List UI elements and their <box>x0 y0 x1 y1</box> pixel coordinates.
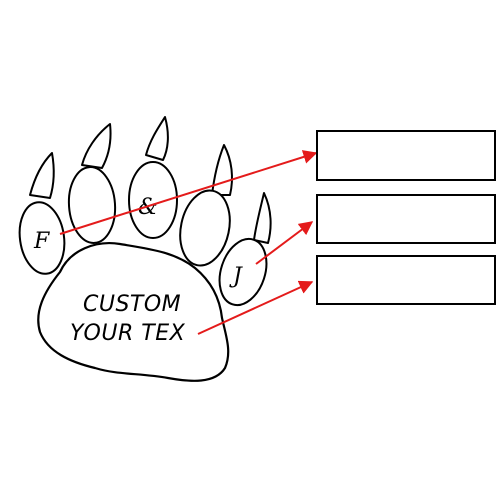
toe-middle-text: & <box>138 195 158 220</box>
toe-2 <box>67 166 117 244</box>
toe-right-text: J <box>229 264 243 289</box>
text-box-2[interactable] <box>316 194 496 244</box>
claw-3 <box>145 116 169 161</box>
toe-left-text: F <box>33 229 50 254</box>
claw-4 <box>211 144 233 196</box>
toe-1 <box>18 201 66 275</box>
pad-text-line2: YOUR TEX <box>70 321 186 346</box>
toe-5 <box>218 237 268 307</box>
arrow-toe-left <box>59 150 318 235</box>
claw-1 <box>29 152 55 199</box>
arrow-pad <box>197 280 314 335</box>
claw-2 <box>81 123 112 169</box>
text-box-1[interactable] <box>316 130 496 181</box>
claw-5 <box>253 192 272 244</box>
main-pad <box>37 242 230 382</box>
toe-3 <box>128 161 178 239</box>
toe-4 <box>179 189 231 267</box>
pad-text-line1: CUSTOM <box>83 292 181 317</box>
text-box-3[interactable] <box>316 255 496 305</box>
arrow-toe-right <box>255 221 314 265</box>
